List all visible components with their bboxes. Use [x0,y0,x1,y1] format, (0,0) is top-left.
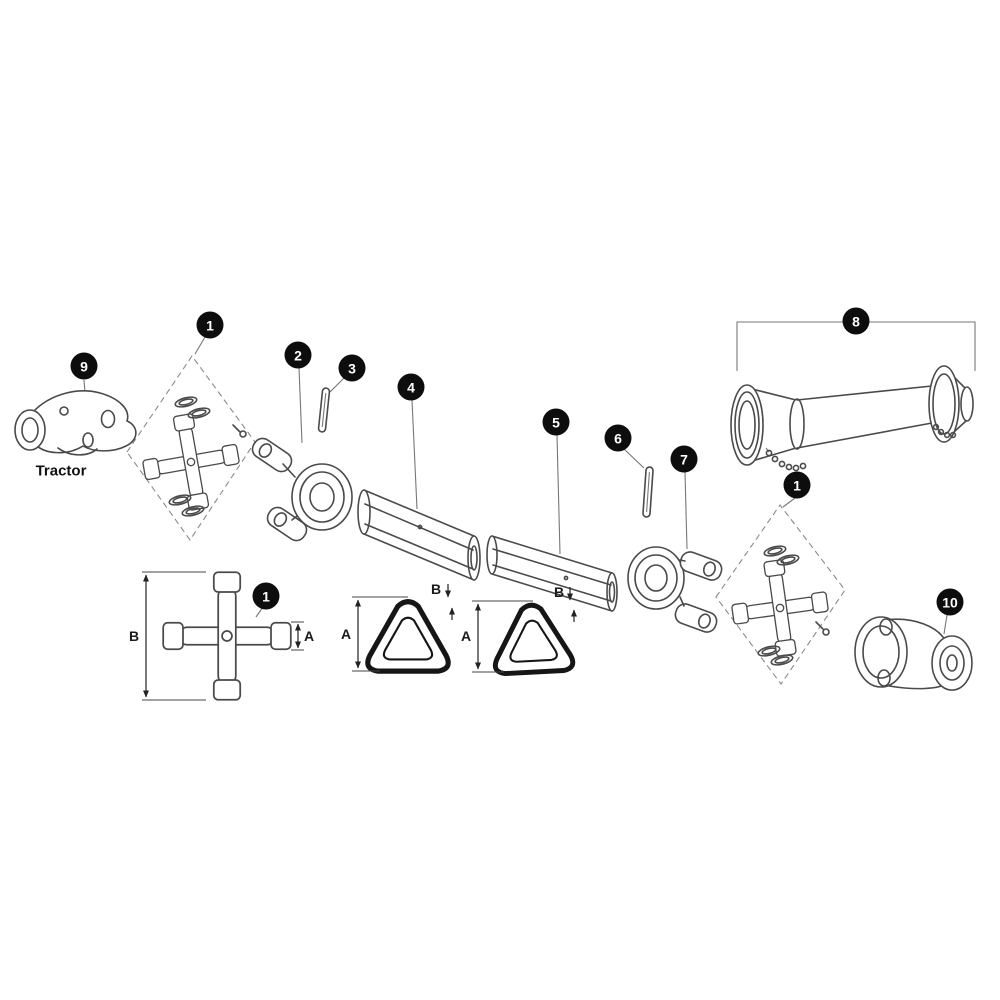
roll-pin-right [642,466,654,518]
implement-yoke [854,616,973,691]
dimension-label-profile1-a: A [340,626,352,642]
dimension-label-profile2-b: B [553,584,565,600]
callout-4: 4 [397,373,425,401]
callout-1-right: 1 [783,471,811,499]
callout-5: 5 [542,408,570,436]
callout-10: 10 [936,588,964,616]
tube-profile-section-outer [352,584,455,671]
tractor-label: Tractor [35,462,87,480]
cross-journal-dimension-detail [142,571,304,701]
roll-pin-left [317,387,331,433]
cross-journal-kit-left [135,394,247,519]
callout-7: 7 [670,445,698,473]
callout-1-detail: 1 [252,582,280,610]
cross-kit-boundary-right [715,504,846,685]
tube-profile-section-inner [472,587,577,674]
callout-9: 9 [70,352,98,380]
cross-journal-kit-right [725,543,835,668]
outer-profile-tube [357,489,481,581]
inner-profile-tube [486,535,618,612]
dimension-label-profile2-a: A [460,628,472,644]
outer-tube-yoke [251,437,353,542]
callout-3: 3 [338,354,366,382]
dimension-label-cross-b: B [128,628,140,644]
complete-shaft-with-guard [730,321,976,472]
callout-leader-lines [83,336,948,635]
guard-chain-left [765,447,807,472]
callout-2: 2 [284,341,312,369]
callout-8: 8 [842,307,870,335]
callout-1-left: 1 [196,311,224,339]
guard-chain-right [932,423,957,439]
inner-tube-yoke [627,546,723,633]
callout-6: 6 [604,424,632,452]
dimension-label-cross-a: A [303,628,315,644]
dimension-label-profile1-b: B [430,581,442,597]
tractor-yoke [14,390,137,456]
